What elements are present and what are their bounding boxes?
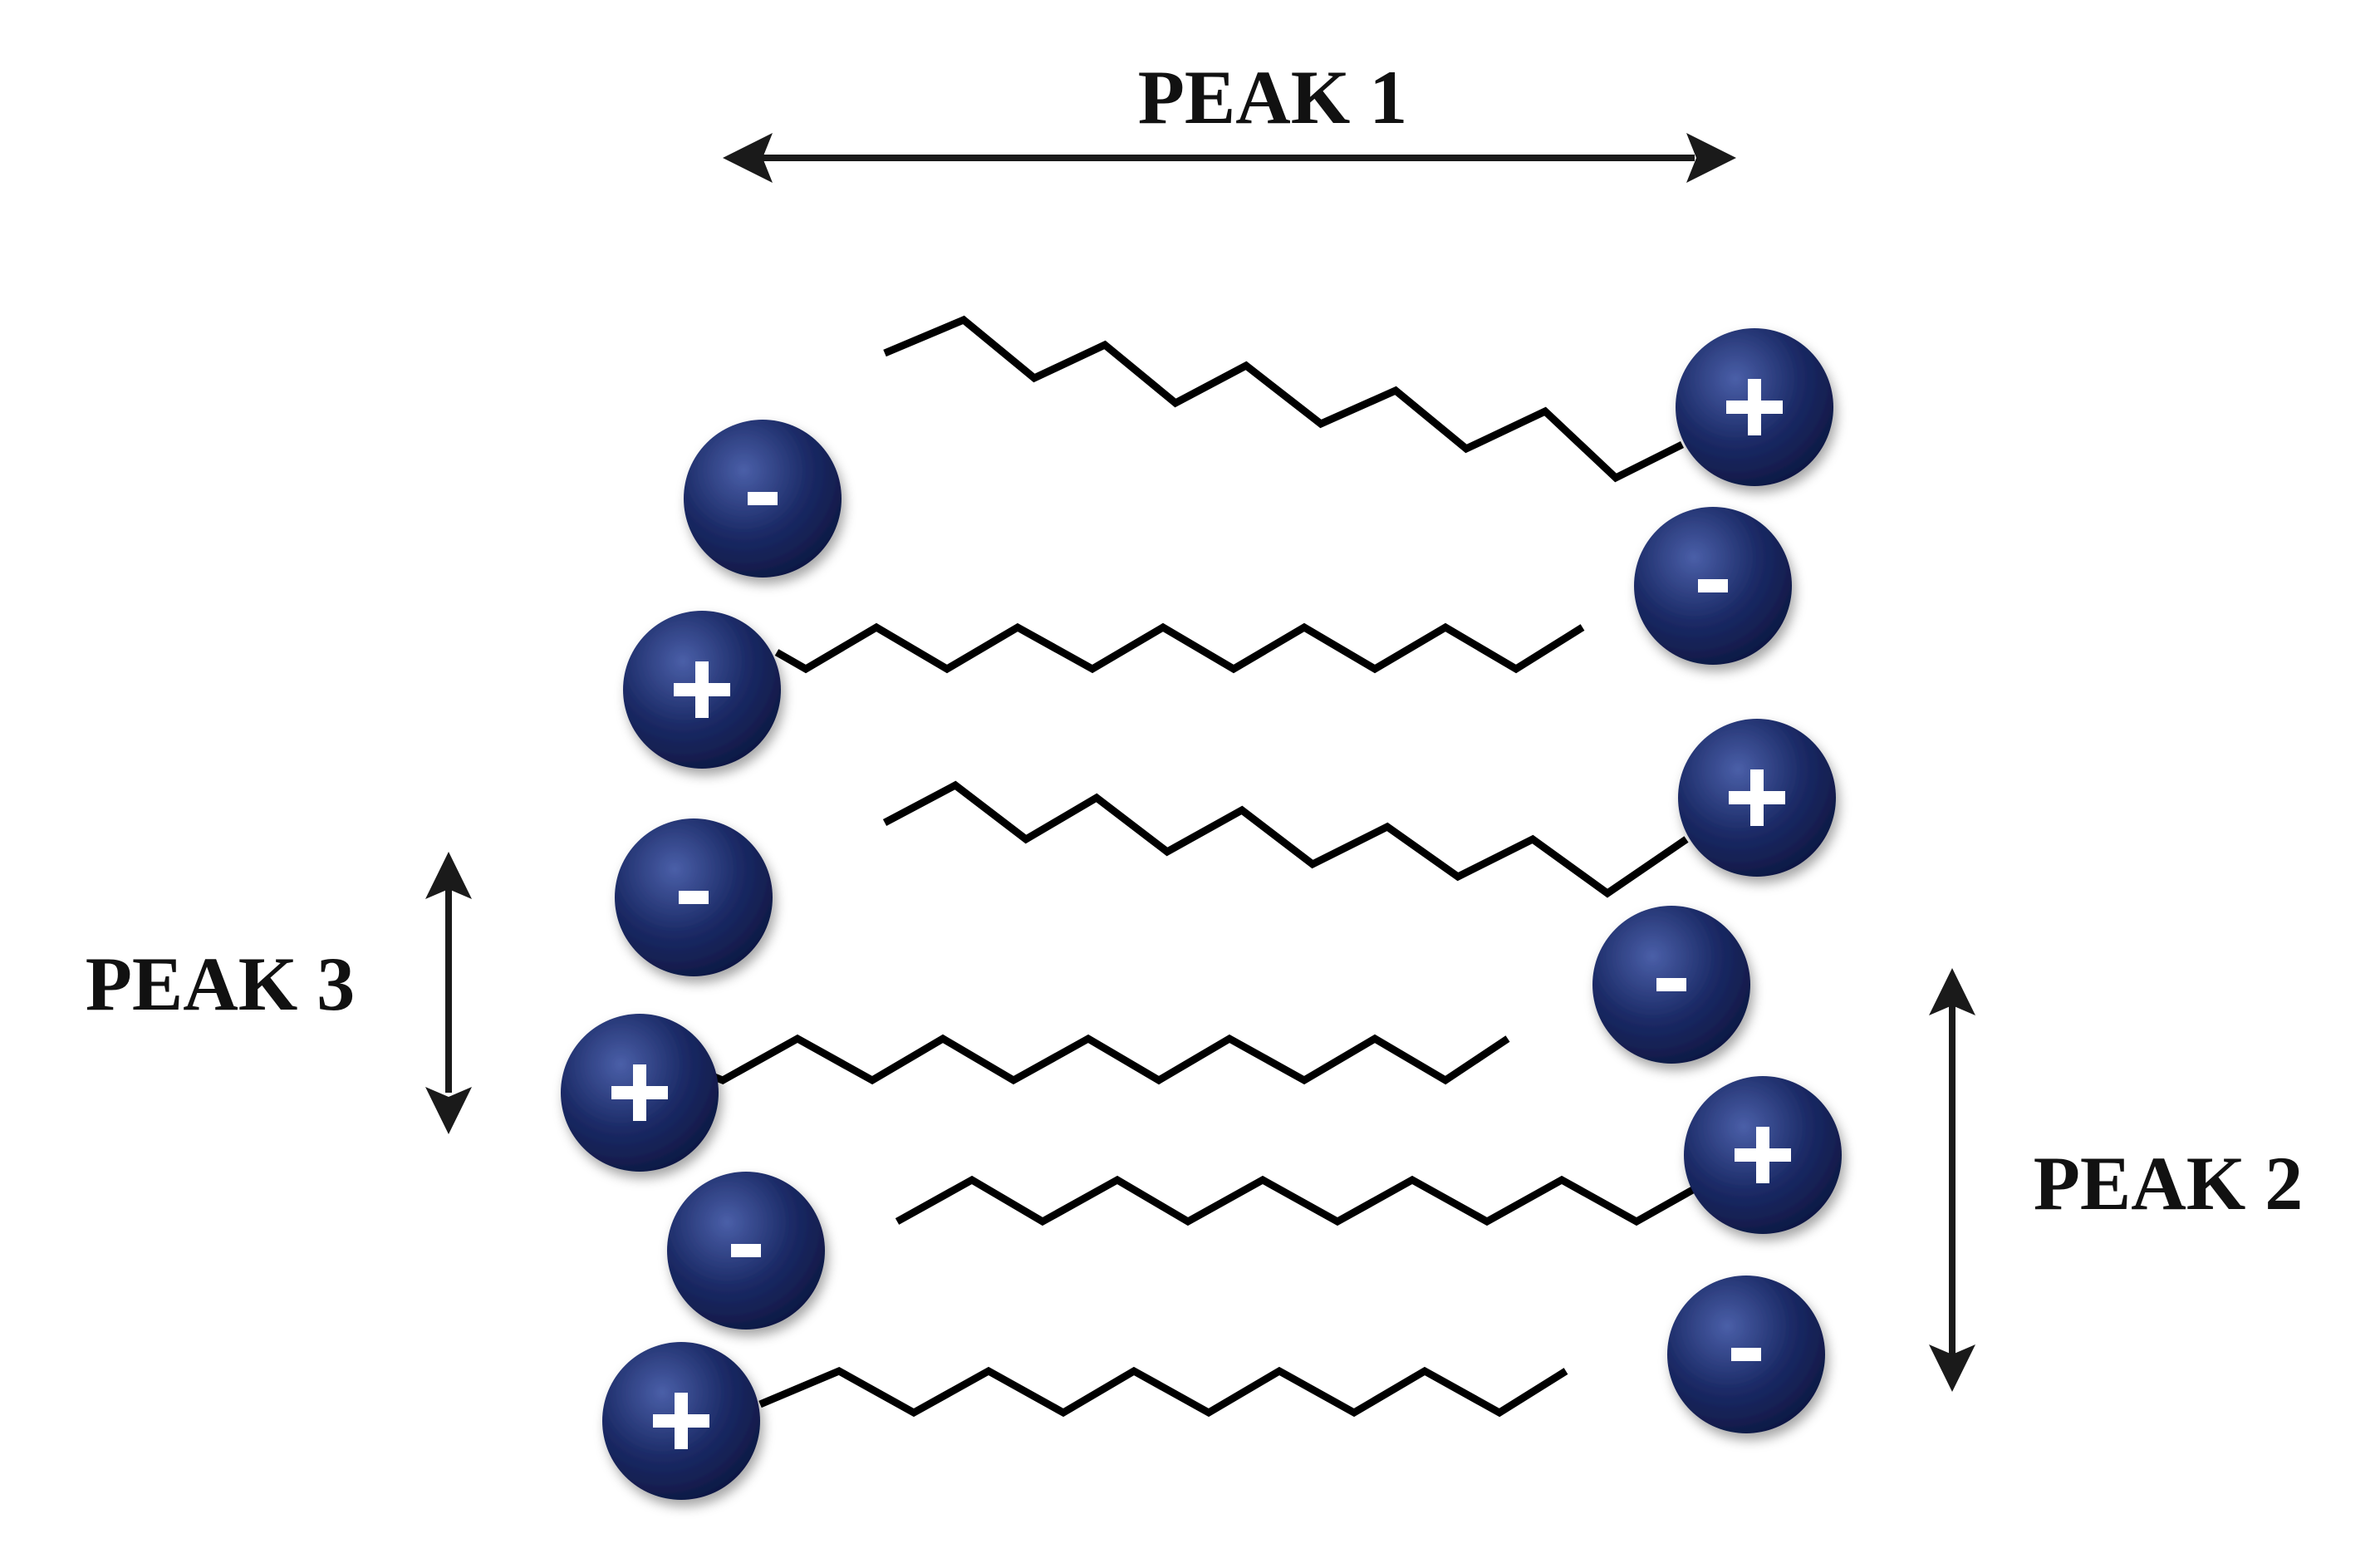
anion-ion — [667, 1172, 825, 1330]
cation-ion — [1678, 719, 1836, 877]
plus-sign-icon — [1735, 1127, 1791, 1183]
minus-sign-icon — [748, 492, 778, 505]
minus-sign-icon — [1731, 1348, 1761, 1361]
plus-sign-icon — [674, 661, 730, 718]
plus-sign-icon — [611, 1064, 668, 1121]
alkyl-chain-5 — [895, 1175, 1705, 1226]
minus-sign-icon — [1656, 978, 1686, 991]
anion-ion — [615, 818, 773, 976]
minus-sign-icon — [731, 1244, 761, 1257]
anion-ion — [1592, 906, 1750, 1064]
cation-ion — [1684, 1076, 1842, 1234]
minus-sign-icon — [679, 891, 709, 904]
cation-ion — [1676, 328, 1833, 486]
cation-ion — [561, 1014, 719, 1172]
cation-ion — [623, 611, 781, 769]
alkyl-chain-1 — [883, 315, 1685, 483]
alkyl-chain-6 — [758, 1366, 1568, 1418]
anion-ion — [1667, 1276, 1825, 1433]
peak-1-arrow — [723, 133, 1736, 183]
plus-sign-icon — [1726, 379, 1783, 435]
ions — [561, 328, 1842, 1500]
plus-sign-icon — [653, 1393, 709, 1449]
alkyl-chain-4 — [680, 1034, 1510, 1085]
plus-sign-icon — [1729, 769, 1785, 826]
peak-1-label: PEAK 1 — [1138, 55, 1408, 140]
alkyl-chains — [680, 315, 1705, 1418]
cation-ion — [602, 1342, 760, 1500]
peak-2-arrow — [1929, 968, 1975, 1392]
peak-3-label: PEAK 3 — [86, 941, 356, 1026]
peak-2-label: PEAK 2 — [2034, 1141, 2304, 1226]
anion-ion — [1634, 507, 1792, 665]
peak-3-arrow — [425, 852, 472, 1134]
anion-ion — [684, 420, 842, 578]
minus-sign-icon — [1698, 579, 1728, 592]
alkyl-chain-2 — [774, 622, 1585, 674]
alkyl-chain-3 — [882, 780, 1689, 898]
